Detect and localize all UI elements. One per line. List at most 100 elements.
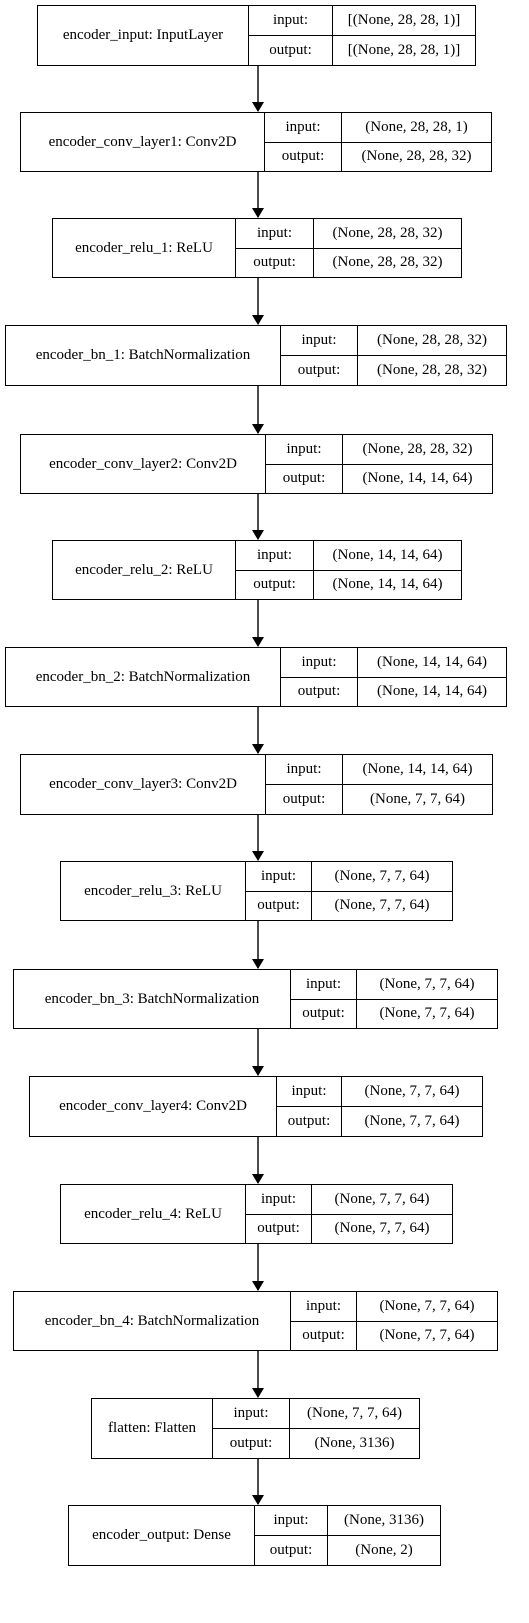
- io-label-column: input: output:: [281, 326, 358, 385]
- output-label: output:: [282, 791, 326, 807]
- io-label-column: input:output:: [236, 219, 314, 277]
- input-label: input:: [291, 970, 356, 1000]
- layer-name: encoder_input: InputLayer: [38, 6, 249, 65]
- layer-name: encoder_conv_layer2: Conv2D: [21, 435, 266, 493]
- io-label-column: input: output:: [277, 1077, 342, 1136]
- output-shape: (None, 28, 28, 32): [377, 362, 487, 378]
- input-label: input:: [281, 648, 357, 678]
- output-label: output:: [287, 1113, 331, 1129]
- output-shape: (None, 28, 28, 32): [361, 148, 472, 165]
- input-shape: (None, 28, 28, 32): [358, 326, 506, 356]
- output-label: output:: [302, 1327, 345, 1344]
- layer-name: encoder_bn_2: BatchNormalization: [6, 648, 281, 706]
- input-shape: (None, 7, 7, 64): [290, 1399, 419, 1429]
- output-label: output:: [269, 1542, 313, 1558]
- layer-name: encoder_output: Dense: [69, 1506, 255, 1565]
- input-label: input:: [277, 1077, 341, 1107]
- io-label-column: input: output:: [236, 541, 314, 599]
- input-shape: (None, 7, 7, 64): [312, 862, 452, 892]
- layer-name: encoder_relu_4: ReLU: [61, 1185, 246, 1243]
- io-label-column: input: output:: [246, 1185, 312, 1243]
- input-label: input:: [265, 113, 341, 143]
- input-label: input:: [249, 6, 332, 36]
- io-shape-column: (None, 3136)(None, 2): [328, 1506, 440, 1565]
- input-shape: (None, 14, 14, 64): [314, 541, 461, 571]
- input-label: input:: [246, 1185, 311, 1215]
- io-shape-column: (None, 14, 14, 64) (None, 14, 14, 64): [314, 541, 461, 599]
- output-label: output:: [302, 1005, 345, 1022]
- output-shape: (None, 7, 7, 64): [379, 1005, 475, 1022]
- output-label: output:: [229, 1435, 273, 1451]
- output-shape: [(None, 28, 28, 1)]: [347, 42, 461, 58]
- layer-name: encoder_relu_3: ReLU: [61, 862, 246, 920]
- input-label: input:: [246, 862, 311, 892]
- io-label-column: input:output:: [266, 755, 343, 814]
- layer-name: encoder_relu_2: ReLU: [53, 541, 236, 599]
- input-label: input:: [281, 326, 357, 356]
- io-shape-column: (None, 14, 14, 64)(None, 14, 14, 64): [358, 648, 506, 706]
- io-label-column: input: output:: [291, 970, 357, 1028]
- output-label: output:: [297, 683, 341, 700]
- input-label: input:: [236, 541, 313, 571]
- input-label: input:: [266, 435, 342, 465]
- output-label: output:: [253, 254, 296, 271]
- input-shape: (None, 28, 28, 1): [342, 113, 491, 143]
- input-label: input:: [213, 1399, 289, 1429]
- layer-name: encoder_bn_3: BatchNormalization: [14, 970, 291, 1028]
- input-label: input:: [255, 1506, 327, 1536]
- input-shape: (None, 7, 7, 64): [342, 1077, 482, 1107]
- layer-name: encoder_conv_layer4: Conv2D: [30, 1077, 277, 1136]
- output-label: output:: [281, 148, 325, 165]
- io-shape-column: (None, 7, 7, 64)(None, 7, 7, 64): [357, 1292, 497, 1350]
- output-shape: (None, 7, 7, 64): [364, 1113, 460, 1129]
- io-label-column: input: output:: [291, 1292, 357, 1350]
- io-label-column: input: output:: [213, 1399, 290, 1458]
- output-label: output:: [257, 1220, 300, 1237]
- input-shape: (None, 7, 7, 64): [312, 1185, 452, 1215]
- io-shape-column: (None, 28, 28, 32) (None, 14, 14, 64): [343, 435, 492, 493]
- output-shape: (None, 3136): [314, 1435, 395, 1451]
- output-shape: (None, 14, 14, 64): [377, 683, 487, 700]
- output-label: output:: [297, 362, 341, 378]
- output-label: output:: [282, 470, 326, 487]
- io-shape-column: (None, 7, 7, 64) (None, 7, 7, 64): [312, 862, 452, 920]
- layer-name: encoder_bn_4: BatchNormalization: [14, 1292, 291, 1350]
- output-shape: (None, 14, 14, 64): [362, 470, 473, 487]
- io-label-column: input: output:: [255, 1506, 328, 1565]
- io-label-column: input: output:: [266, 435, 343, 493]
- output-shape: (None, 7, 7, 64): [370, 791, 465, 807]
- input-shape: (None, 28, 28, 32): [343, 435, 492, 465]
- output-shape: (None, 2): [355, 1542, 413, 1558]
- input-shape: [(None, 28, 28, 1)]: [333, 6, 475, 36]
- io-shape-column: (None, 7, 7, 64) (None, 3136): [290, 1399, 419, 1458]
- output-shape: (None, 7, 7, 64): [334, 897, 430, 914]
- layer-name: flatten: Flatten: [92, 1399, 213, 1458]
- io-shape-column: (None, 14, 14, 64)(None, 7, 7, 64): [343, 755, 492, 814]
- output-label: output:: [257, 897, 300, 914]
- io-shape-column: (None, 28, 28, 32)(None, 28, 28, 32): [314, 219, 461, 277]
- output-shape: (None, 14, 14, 64): [332, 576, 443, 593]
- output-label: output:: [253, 576, 296, 593]
- input-label: input:: [291, 1292, 356, 1322]
- io-label-column: input: output:: [246, 862, 312, 920]
- io-label-column: input:output:: [249, 6, 333, 65]
- output-shape: (None, 28, 28, 32): [332, 254, 443, 271]
- layer-name: encoder_conv_layer3: Conv2D: [21, 755, 266, 814]
- io-shape-column: (None, 7, 7, 64)(None, 7, 7, 64): [312, 1185, 452, 1243]
- input-shape: (None, 7, 7, 64): [357, 970, 497, 1000]
- io-shape-column: [(None, 28, 28, 1)] [(None, 28, 28, 1)]: [333, 6, 475, 65]
- io-shape-column: (None, 28, 28, 32) (None, 28, 28, 32): [358, 326, 506, 385]
- io-shape-column: (None, 28, 28, 1) (None, 28, 28, 32): [342, 113, 491, 171]
